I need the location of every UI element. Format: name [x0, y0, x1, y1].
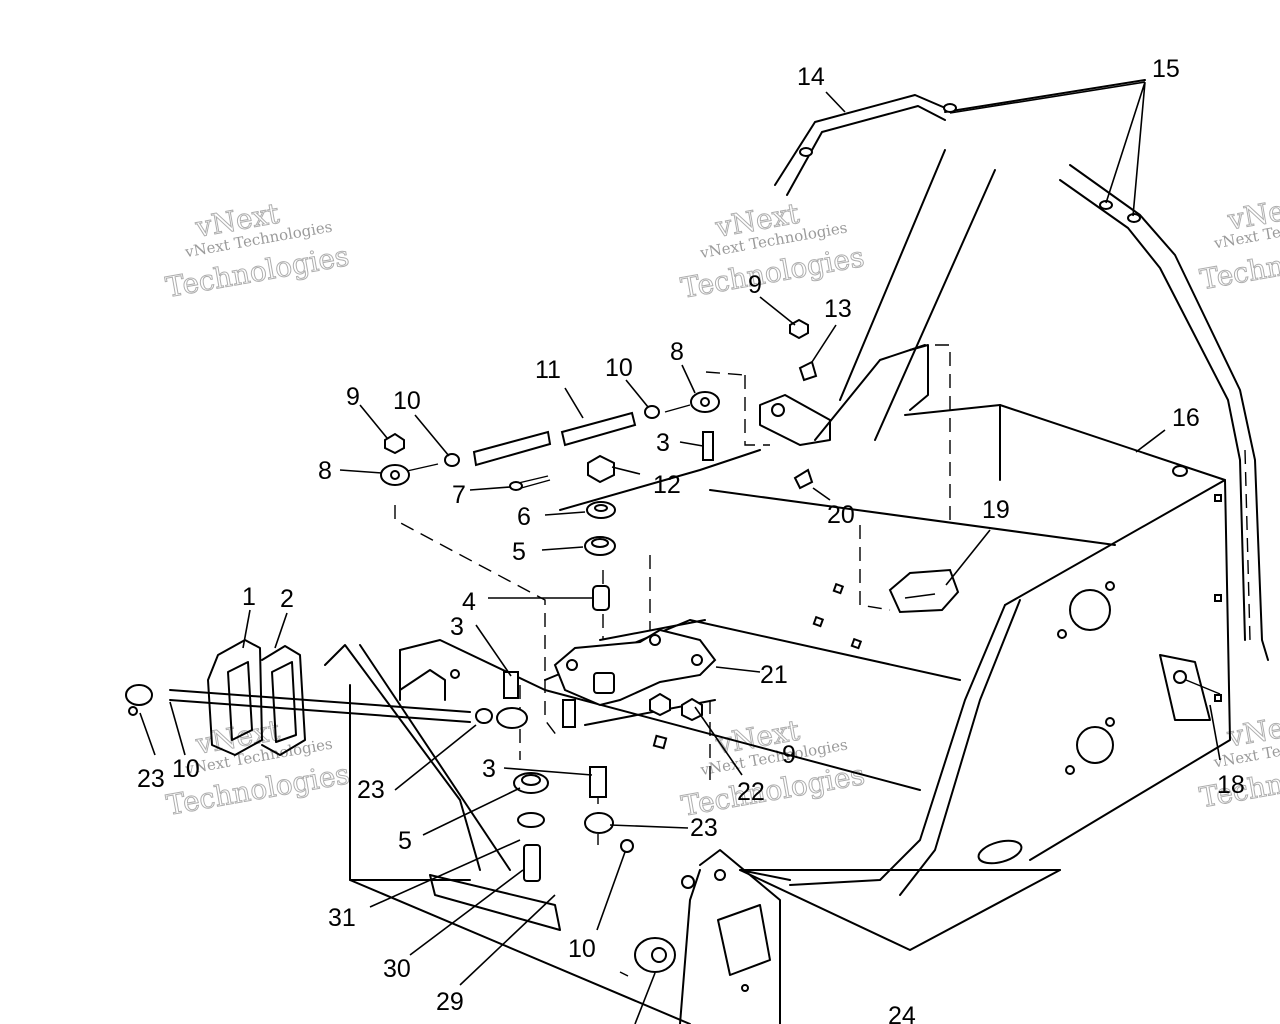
bar-clamp-15	[943, 103, 957, 113]
callout-30: 30	[383, 955, 411, 983]
bolt-3	[503, 671, 519, 699]
callout-29: 29	[436, 988, 464, 1016]
callout-16: 16	[1172, 404, 1200, 432]
bracket-19	[888, 568, 960, 614]
watermarks: vNext vNext Technologies Technologies vN…	[163, 189, 1280, 824]
nut-9	[384, 432, 405, 455]
rod-end-23	[584, 812, 614, 834]
callout-5: 5	[512, 538, 526, 566]
callout-10: 10	[393, 387, 421, 415]
callout-3: 3	[482, 755, 496, 783]
jam-nut-10	[644, 405, 660, 419]
callout-7: 7	[452, 481, 466, 509]
ball-joint-23	[125, 684, 153, 706]
callout-23: 23	[690, 814, 718, 842]
jam-nut-10	[444, 453, 460, 467]
spacer-4	[592, 585, 610, 611]
callout-labels: 1 2 3 3 3 4 5 5 6 7 8 8 9 9 9 10 10 10 1…	[137, 55, 1245, 1024]
callout-18: 18	[1217, 771, 1245, 799]
bracket-18	[1159, 654, 1211, 721]
handlebar-drawing	[774, 79, 1269, 661]
callout-4: 4	[462, 588, 476, 616]
callout-9: 9	[782, 741, 796, 769]
callout-3: 3	[656, 429, 670, 457]
callout-12: 12	[653, 471, 681, 499]
bar-clamp-14	[799, 147, 813, 157]
callout-20: 20	[827, 501, 855, 529]
callout-6: 6	[517, 503, 531, 531]
nut-12	[587, 454, 615, 484]
bolt-3	[562, 699, 576, 728]
callout-2: 2	[280, 585, 294, 613]
assembly-lines	[394, 344, 1251, 845]
callout-3: 3	[450, 613, 464, 641]
stud-30	[523, 844, 541, 882]
tie-rod-11	[560, 411, 637, 447]
callout-10: 10	[568, 935, 596, 963]
callout-8: 8	[318, 457, 332, 485]
callout-31: 31	[328, 904, 356, 932]
callout-10: 10	[605, 354, 633, 382]
fitting-16	[1172, 465, 1188, 477]
plate-1	[207, 639, 263, 756]
leader-lines	[139, 81, 1221, 1024]
callout-9: 9	[346, 383, 360, 411]
callout-15: 15	[1152, 55, 1180, 83]
callout-8: 8	[670, 338, 684, 366]
bar-clamp-15	[1127, 213, 1141, 223]
callout-22: 22	[737, 778, 765, 806]
nut-9	[649, 692, 671, 717]
callout-11: 11	[535, 356, 561, 384]
callout-5: 5	[398, 827, 412, 855]
callout-23: 23	[357, 776, 385, 804]
bolt-3	[702, 431, 714, 461]
clip-20	[793, 468, 814, 490]
linkage-parts	[125, 318, 1221, 977]
callout-9: 9	[748, 271, 762, 299]
callout-13: 13	[824, 295, 852, 323]
bolt-3	[589, 766, 607, 798]
callout-23: 23	[137, 765, 165, 793]
steering-arm-21	[553, 628, 717, 707]
callout-21: 21	[760, 661, 788, 689]
tie-rod-11	[472, 430, 552, 467]
callout-1: 1	[242, 583, 256, 611]
watermark-fragment: Techn	[1197, 249, 1280, 296]
callout-10: 10	[172, 755, 200, 783]
callout-24: 24	[888, 1002, 916, 1024]
rod-end-23	[496, 707, 528, 729]
nut-9	[681, 697, 703, 722]
frame-drawing	[324, 404, 1231, 1024]
steering-post-drawing	[759, 149, 996, 446]
callout-19: 19	[982, 496, 1010, 524]
callout-14: 14	[797, 63, 825, 91]
nut-13	[798, 360, 818, 382]
